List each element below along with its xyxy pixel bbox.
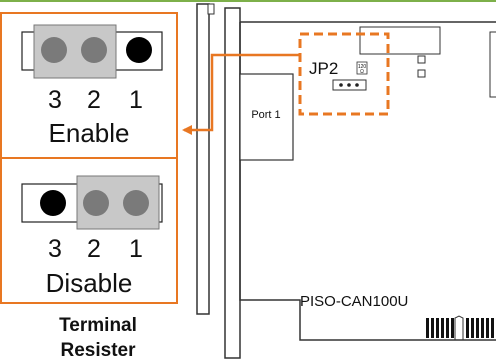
- pad-lower: [417, 69, 426, 78]
- finger: [426, 318, 429, 338]
- jp2-highlight-box: [298, 32, 390, 116]
- jp2-side-label-2: Ω: [360, 69, 364, 75]
- edge-connector: [426, 315, 494, 340]
- model-label: PISO-CAN100U: [300, 293, 408, 310]
- enable-pin-1: [126, 37, 152, 63]
- mounting-bracket-flange: [196, 3, 210, 315]
- disable-pin-3: [40, 190, 66, 216]
- enable-pin-2: [81, 37, 107, 63]
- disable-pin-number-3: 3: [48, 235, 62, 263]
- finger: [476, 318, 479, 338]
- port-connector: [239, 73, 294, 161]
- finger: [466, 318, 469, 338]
- edge-chip: [489, 31, 496, 98]
- finger: [486, 318, 489, 338]
- finger: [471, 318, 474, 338]
- board-outline: [239, 21, 496, 341]
- enable-label: Enable: [49, 118, 130, 148]
- enable-pin-number-1: 1: [129, 86, 143, 114]
- finger: [491, 318, 494, 338]
- disable-pin-number-2: 2: [87, 235, 101, 263]
- finger: [451, 318, 454, 338]
- pad-upper: [417, 55, 426, 64]
- finger: [441, 318, 444, 338]
- enable-pin-number-2: 2: [87, 86, 101, 114]
- finger: [446, 318, 449, 338]
- finger: [431, 318, 434, 338]
- disable-pin-2: [83, 190, 109, 216]
- connector-key-notch: [454, 315, 464, 340]
- port-label: Port 1: [251, 109, 280, 121]
- pci-board: Port 1 JP2 120 Ω PISO-CAN100U: [196, 3, 496, 359]
- jp2-side-label-1: 120: [358, 64, 367, 70]
- disable-pin-number-1: 1: [129, 235, 143, 263]
- caption-line-2: Resister: [61, 340, 137, 361]
- bracket-top-tab: [207, 3, 215, 15]
- caption-line-1: Terminal: [59, 315, 137, 336]
- enable-panel: 3 2 1 Enable: [0, 12, 178, 159]
- top-component: [359, 26, 441, 55]
- enable-pin-3: [41, 37, 67, 63]
- jp2-side-marker: [356, 61, 368, 75]
- jp2-pin-a: [339, 83, 343, 87]
- mounting-bracket: [224, 7, 241, 359]
- jp2-pin-c: [355, 83, 359, 87]
- disable-label: Disable: [46, 268, 133, 298]
- finger: [436, 318, 439, 338]
- disable-pin-1: [123, 190, 149, 216]
- jp2-label: JP2: [309, 59, 338, 78]
- jumper-header-icon: [332, 79, 367, 91]
- arrow-left-icon: [182, 53, 300, 135]
- finger: [481, 318, 484, 338]
- disable-panel: 3 2 1 Disable: [0, 157, 178, 304]
- enable-pin-number-3: 3: [48, 86, 62, 114]
- jp2-pin-b: [347, 83, 351, 87]
